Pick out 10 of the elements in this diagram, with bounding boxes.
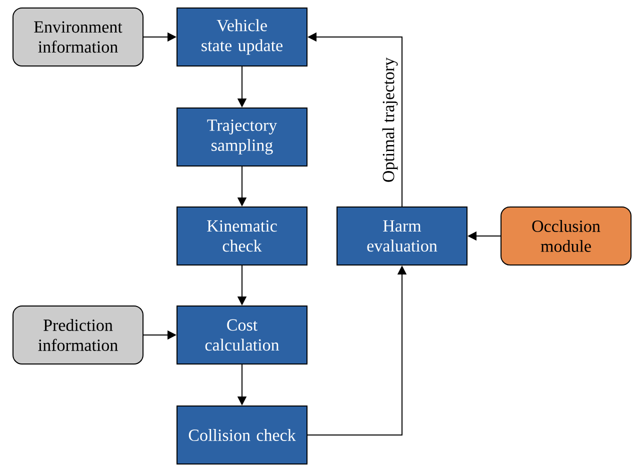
process-box: Harm evaluation	[336, 206, 468, 266]
process-box: Vehicle state update	[176, 8, 308, 66]
process-box: Collision check	[176, 406, 308, 464]
input-box: Prediction information	[12, 306, 144, 364]
edge-label: Optimal trajectory	[381, 56, 399, 184]
module-box: Occlusion module	[500, 206, 632, 266]
process-box: Trajectory sampling	[176, 108, 308, 166]
process-box: Kinematic check	[176, 206, 308, 266]
process-box: Cost calculation	[176, 306, 308, 364]
input-box: Environment information	[12, 8, 144, 66]
